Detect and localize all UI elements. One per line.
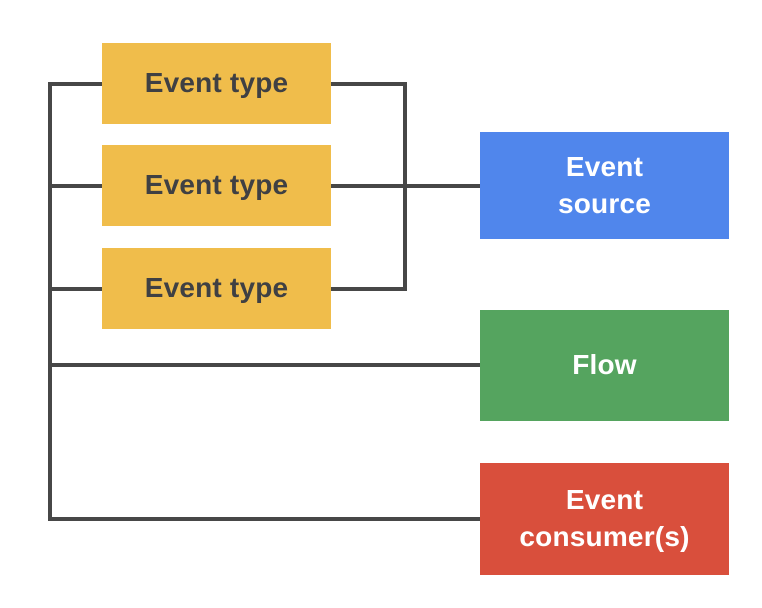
connector-stub-right-event-type-3 xyxy=(331,287,407,291)
node-event-type-1: Event type xyxy=(102,43,331,124)
node-event-source-label-line-1: Event xyxy=(565,150,644,182)
node-event-source-label-line-2: source xyxy=(557,187,652,219)
node-event-type-2: Event type xyxy=(102,145,331,226)
connector-left-vertical-bus xyxy=(48,82,52,521)
node-event-type-3-label: Event type xyxy=(144,272,289,304)
node-event-consumers-label: Event consumer(s) xyxy=(519,482,689,556)
connector-stub-left-event-type-3 xyxy=(48,287,102,291)
node-flow-label-line-1: Flow xyxy=(572,349,637,381)
node-event-type-2-label: Event type xyxy=(144,169,289,201)
node-event-consumers: Event consumer(s) xyxy=(480,463,729,575)
connector-stub-right-event-type-1 xyxy=(331,82,407,86)
connector-flow-link xyxy=(48,363,480,367)
connector-stub-left-event-type-2 xyxy=(48,184,102,188)
connector-event-source-link xyxy=(331,184,480,188)
connector-stub-left-event-type-1 xyxy=(48,82,102,86)
node-event-consumers-label-line-2: consumer(s) xyxy=(519,521,690,552)
node-event-source: Event source xyxy=(480,132,729,239)
node-event-source-label: Event source xyxy=(558,149,651,223)
node-event-type-1-label: Event type xyxy=(144,67,289,99)
connector-event-consumers-link xyxy=(48,517,480,521)
node-flow-label: Flow xyxy=(572,347,637,384)
node-event-consumers-label-line-1: Event xyxy=(565,484,644,516)
node-event-type-3: Event type xyxy=(102,248,331,329)
node-flow: Flow xyxy=(480,310,729,421)
